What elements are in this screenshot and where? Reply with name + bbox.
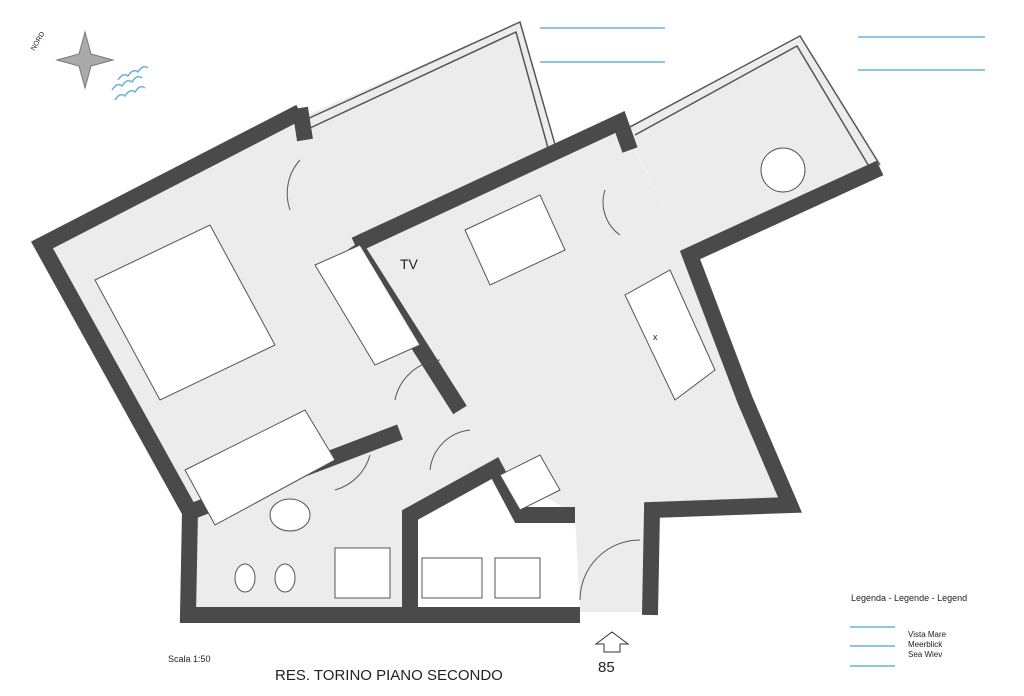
toilet — [234, 563, 256, 593]
sea-waves-icon — [111, 65, 149, 101]
dining-table — [464, 194, 566, 286]
washbasin — [269, 498, 311, 532]
plan-title: RES. TORINO PIANO SECONDO — [275, 667, 503, 684]
tv-label: TV — [400, 256, 418, 272]
scale-label: Scala 1:50 — [168, 654, 211, 664]
stove — [494, 557, 541, 599]
desk-chair — [499, 454, 561, 511]
sofa-bed-label: x — [653, 332, 658, 342]
balcony-table — [760, 147, 806, 193]
balcony-outlines — [304, 20, 881, 169]
entrance-arrow-icon — [594, 631, 630, 653]
sea-view-markers — [540, 27, 985, 667]
legend-item: Sea Wiev — [908, 650, 943, 659]
doors — [286, 159, 641, 601]
compass-rose-icon — [55, 30, 115, 90]
sofa — [624, 269, 716, 401]
double-bed — [94, 224, 276, 401]
bidet — [274, 563, 296, 593]
wardrobe — [314, 244, 421, 366]
furniture — [94, 147, 806, 599]
legend-item: Meerblick — [908, 640, 943, 649]
entrance-number: 85 — [598, 659, 615, 676]
legend-item: Vista Mare — [908, 630, 947, 639]
single-bed — [184, 409, 336, 526]
legend-heading: Legenda - Legende - Legend — [851, 593, 968, 603]
shower — [334, 547, 391, 599]
kitchen-sink — [421, 557, 483, 599]
